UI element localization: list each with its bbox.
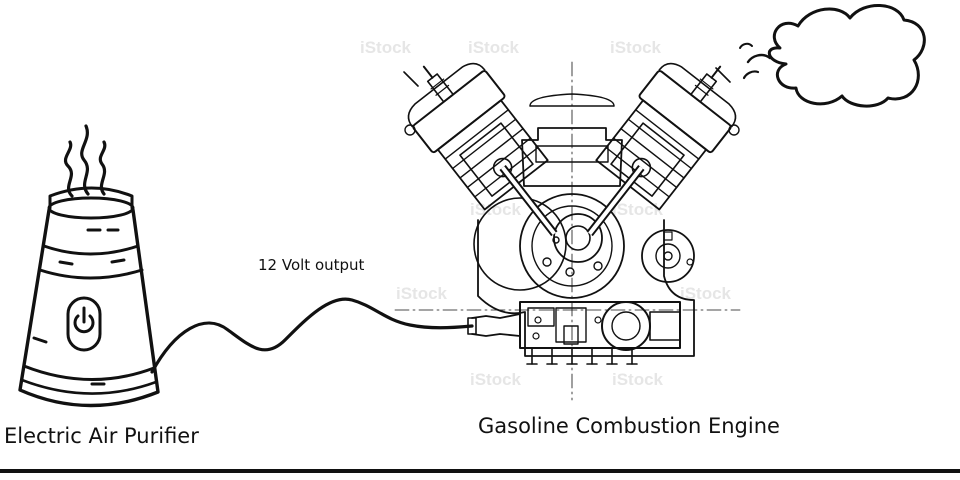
air-purifier-icon	[18, 124, 160, 408]
exhaust-cloud-icon	[739, 4, 926, 108]
watermark: iStock	[360, 38, 412, 57]
wire-label: 12 Volt output	[258, 256, 365, 274]
watermark: iStock	[470, 200, 522, 219]
v-engine-icon	[394, 61, 741, 401]
engine-label: Gasoline Combustion Engine	[478, 414, 780, 438]
watermark: iStock	[612, 200, 664, 219]
watermark: iStock	[612, 370, 664, 389]
watermark: iStock	[610, 38, 662, 57]
purifier-label: Electric Air Purifier	[4, 424, 199, 448]
watermark: iStock	[396, 284, 448, 303]
steam-icon	[63, 124, 107, 198]
watermark: iStock	[468, 38, 520, 57]
power-wire	[150, 297, 474, 374]
watermark: iStock	[680, 284, 732, 303]
watermark: iStock	[470, 370, 522, 389]
power-icon	[66, 296, 102, 352]
